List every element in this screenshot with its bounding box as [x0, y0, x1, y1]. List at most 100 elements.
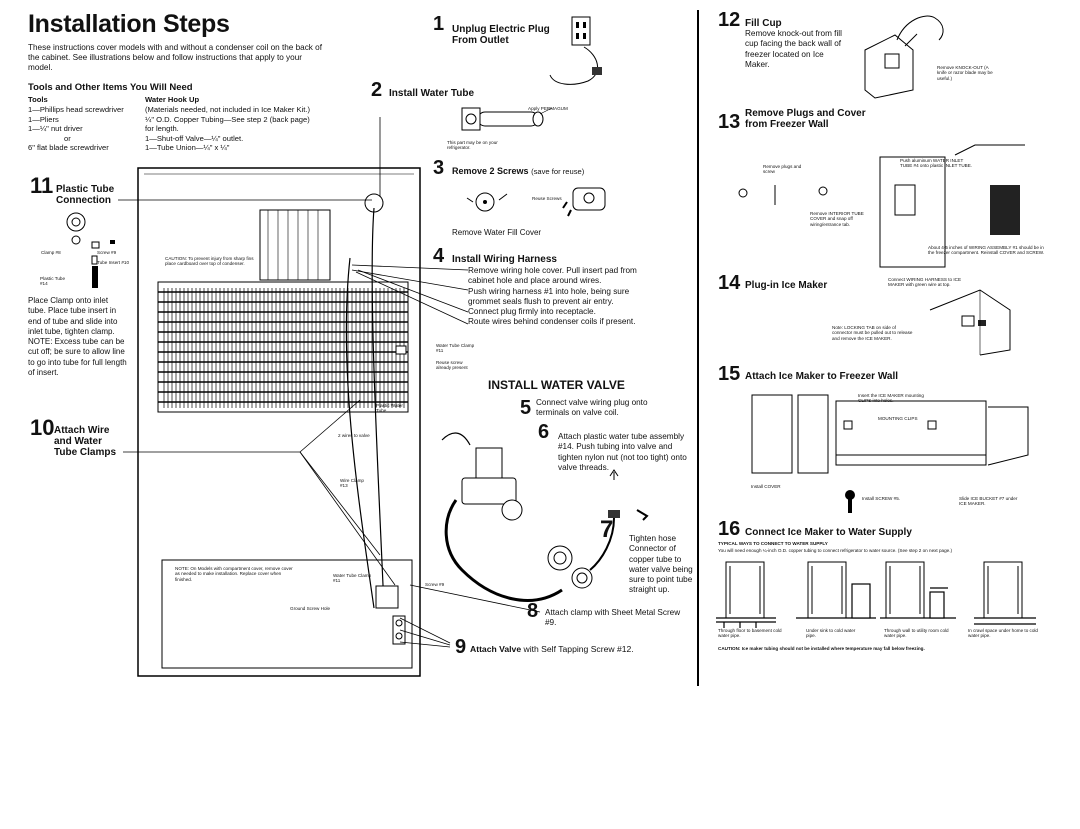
- wire-clamp-label: Wire Clamp #13: [340, 478, 364, 489]
- water-valve-illustration: [441, 432, 649, 602]
- plastic-tube-label: Plastic Tube #14: [40, 276, 66, 287]
- install-screw-label: Install SCREW #5.: [862, 496, 901, 501]
- fill-cover-illustration: [466, 187, 606, 217]
- reuse-screws-label: Reuse Screws: [532, 196, 562, 201]
- models-note-label: NOTE: On Models with compartment cover, …: [175, 566, 293, 582]
- step-3-number: 3: [433, 157, 445, 179]
- step-title-line: From Outlet: [452, 35, 509, 46]
- step-1-title: Unplug Electric Plug From Outlet: [452, 24, 550, 46]
- step-7-number: 7: [600, 516, 614, 543]
- outlet-illustration: [549, 16, 602, 85]
- supply-way-4: In crawl space under home to cold water …: [968, 628, 1038, 639]
- wiring-assembly-label: About 4-5 inches of WIRING ASSEMBLY #1 s…: [928, 245, 1045, 256]
- step-15-title: Attach Ice Maker to Freezer Wall: [745, 371, 899, 382]
- fill-cup-illustration: [864, 15, 944, 99]
- screw-9-label: Screw #9: [425, 582, 445, 587]
- water-line: ¼" O.D. Copper Tubing—See step 2 (back p…: [145, 114, 310, 124]
- supply-way-3: Through wall to utility room cold water …: [884, 628, 949, 639]
- water-list: (Materials needed, not included in Ice M…: [145, 105, 375, 153]
- tools-col-heading: Tools: [28, 95, 48, 104]
- tools-list: 1—Phillips head screwdriver 1—Pliers 1—¼…: [28, 105, 148, 153]
- clamp-8-label: Clamp #8: [41, 250, 61, 255]
- plastic-water-tube-label: Plastic Water Tube: [376, 403, 403, 414]
- push-inlet-tube-label: Push aluminum WATER INLET TUBE #4 onto p…: [900, 158, 973, 169]
- ice-bucket-label: Slide ICE BUCKET #7 under ICE MAKER.: [959, 496, 1018, 507]
- plug-in-illustration: [929, 289, 1011, 356]
- ground-screw-label: Ground Screw Hole: [290, 606, 331, 611]
- intro-text: These instructions cover models with and…: [28, 43, 322, 72]
- step-14-number: 14: [718, 272, 741, 294]
- interior-cover-label: Remove INTERIOR TUBE COVER and snap off …: [810, 211, 864, 227]
- step-12-title: Fill Cup: [745, 18, 782, 29]
- step-13-title: Remove Plugs and Cover from Freezer Wall: [745, 108, 866, 130]
- step-15-number: 15: [718, 363, 741, 385]
- caution-label: CAUTION: To prevent injury from sharp fi…: [165, 256, 254, 267]
- tools-line: 6" flat blade screwdriver: [28, 143, 109, 153]
- page-title: Installation Steps: [28, 10, 230, 38]
- tubing-need-text: You will need enough ¼-inch O.D. copper …: [718, 548, 952, 553]
- step-11-text: Place Clamp onto inlet tube. Place tube …: [28, 296, 127, 378]
- step-4-line: Connect plug firmly into receptacle.: [468, 307, 596, 317]
- water-col-heading: Water Hook Up: [145, 95, 200, 104]
- water-line: 1—Shut-off Valve—¼" outlet.: [145, 133, 244, 143]
- knockout-label: Remove KNOCK-OUT (A knife or razor blade…: [937, 65, 993, 81]
- connect-harness-label: Connect WIRING HARNESS to ICE MAKER with…: [888, 277, 962, 288]
- callout-lines: [118, 117, 541, 648]
- step-3-title: Remove 2 Screws (save for reuse): [452, 166, 584, 176]
- freezer-wall-illustration: [738, 144, 1025, 268]
- apply-permagum-label: Apply PERMAGUM: [528, 106, 568, 111]
- tools-line: 1—¼" nut driver: [28, 124, 83, 134]
- step-11-number: 11: [30, 173, 54, 198]
- step-title-line: and Water: [54, 436, 102, 447]
- tools-line: 1—Phillips head screwdriver: [28, 105, 124, 114]
- step-16-number: 16: [718, 518, 741, 540]
- step-4-line: Route wires behind condenser coils if pr…: [468, 317, 636, 327]
- step-6-text: Attach plastic water tube assembly #14. …: [558, 432, 687, 472]
- water-tube-clamp-label: Water Tube Clamp #11: [436, 343, 475, 354]
- step-8-number: 8: [527, 600, 539, 622]
- step-title: Attach Valve: [470, 644, 522, 654]
- part-note-label: This part may be on your refrigerator.: [447, 140, 498, 151]
- screw-icon: [845, 490, 855, 513]
- step-16-title: Connect Ice Maker to Water Supply: [745, 527, 912, 538]
- tube-insert-label: Tube Insert #10: [97, 260, 130, 265]
- reuse-screw-label: Reuse screw already present: [436, 360, 468, 371]
- step-number: 1: [433, 13, 445, 35]
- step-2-title: Install Water Tube: [389, 88, 475, 99]
- tools-line: or: [64, 133, 71, 143]
- screw-9-label: Screw #9: [97, 250, 117, 255]
- step-4-text: Remove wiring hole cover. Pull insert pa…: [468, 266, 663, 328]
- step-5-number: 5: [520, 397, 532, 419]
- step-1: 1: [433, 14, 444, 35]
- remove-fill-cover-label: Remove Water Fill Cover: [452, 228, 542, 237]
- water-line: for length.: [145, 124, 179, 134]
- refrigerator-back-diagram: [137, 167, 421, 677]
- step-title: Remove 2 Screws: [452, 166, 529, 176]
- step-title-line: Remove Plugs and Cover: [745, 108, 866, 119]
- water-line: (Materials needed, not included in Ice M…: [145, 105, 311, 114]
- step-title-suffix: (save for reuse): [531, 167, 585, 176]
- locking-tab-note: Note: LOCKING TAB on side of connector m…: [832, 325, 913, 341]
- tools-line: 1—Pliers: [28, 114, 59, 124]
- install-water-valve-heading: INSTALL WATER VALVE: [488, 378, 625, 392]
- freezing-caution: CAUTION: Ice maker tubing should not be …: [718, 646, 925, 651]
- ice-maker-mount-illustration: [751, 394, 1029, 474]
- water-supply-diagrams: [716, 561, 1036, 628]
- tools-heading: Tools and Other Items You Will Need: [28, 82, 193, 93]
- step-13-number: 13: [718, 111, 741, 133]
- step-title-line: Tube Clamps: [54, 447, 117, 458]
- step-title-line: Plastic Tube: [56, 184, 115, 195]
- plastic-tube-illustration: [66, 212, 115, 288]
- install-cover-label: Install COVER: [751, 484, 781, 489]
- step-10-title: Attach Wire and Water Tube Clamps: [54, 425, 116, 458]
- step-8-text: Attach clamp with Sheet Metal Screw #9.: [545, 608, 681, 628]
- two-wires-label: 2 wires to valve: [338, 433, 370, 438]
- step-11-title: Plastic Tube Connection: [56, 184, 114, 206]
- insert-clips-label: Insert the ICE MAKER mounting CLIPS into…: [858, 393, 924, 404]
- step-14-title: Plug-in Ice Maker: [745, 280, 828, 291]
- step-4-line: Remove wiring hole cover. Pull insert pa…: [468, 266, 637, 286]
- step-9-title: Attach Valve with Self Tapping Screw #12…: [470, 644, 634, 654]
- step-4-number: 4: [433, 245, 445, 267]
- step-4-line: Push wiring harness #1 into hole, being …: [468, 286, 630, 306]
- water-line: 1—Tube Union—¼" x ¼": [145, 143, 230, 153]
